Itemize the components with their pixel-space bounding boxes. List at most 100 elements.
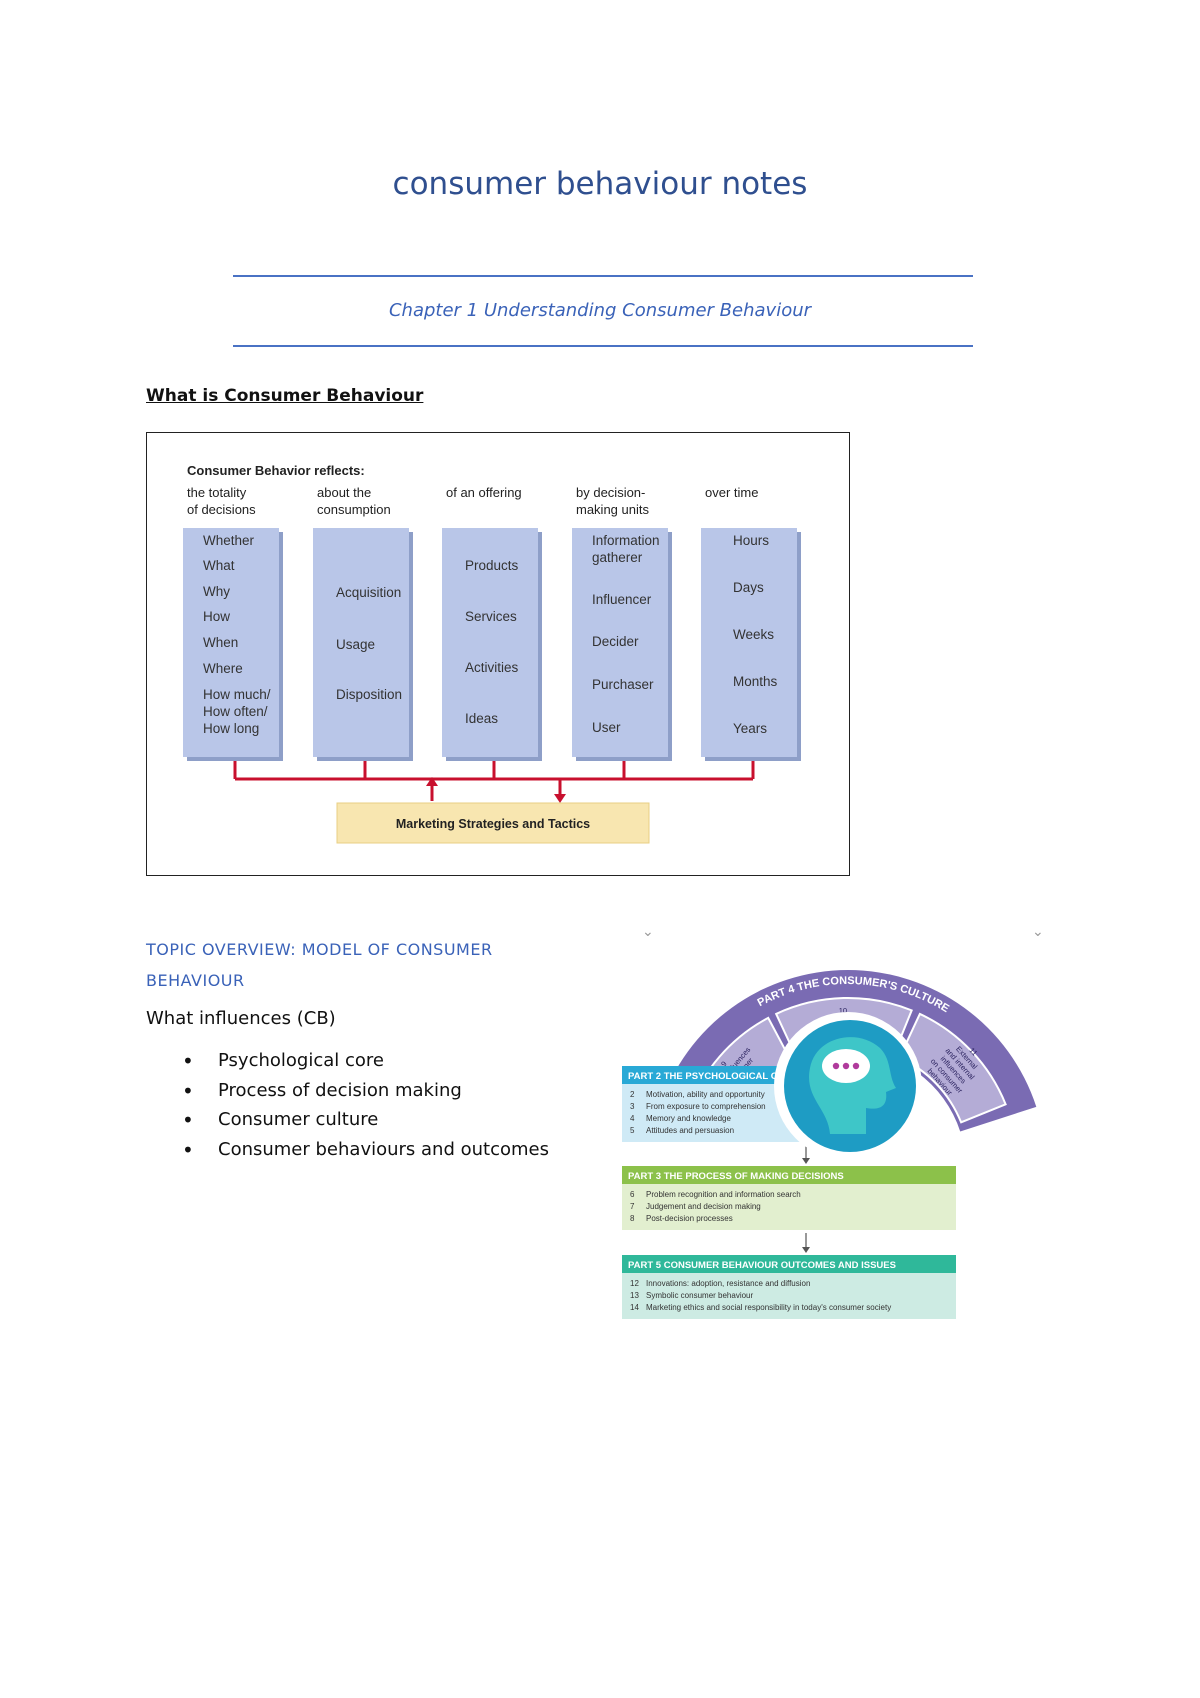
footer-label: Marketing Strategies and Tactics — [396, 817, 590, 831]
column-item: What — [203, 558, 235, 573]
part-row-text: Symbolic consumer behaviour — [646, 1291, 753, 1300]
up-arrow-head — [426, 777, 438, 786]
part-row-text: From exposure to comprehension — [646, 1102, 766, 1111]
footer-box — [336, 802, 650, 844]
column-box — [701, 528, 797, 757]
column-header-label: consumption — [317, 502, 391, 517]
speech-bubble-dot — [842, 1062, 850, 1070]
part-row-number: 6 — [630, 1190, 635, 1199]
column-item: Purchaser — [592, 677, 654, 692]
column-header-label: of decisions — [187, 502, 256, 517]
list-item: Psychological core — [146, 1049, 549, 1080]
topic-heading-line-1: TOPIC OVERVIEW: MODEL OF CONSUMER — [146, 940, 493, 959]
column-item: Decider — [592, 634, 639, 649]
column-item: Usage — [336, 637, 375, 652]
part-row-number: 14 — [630, 1303, 639, 1312]
document-title: consumer behaviour notes — [392, 166, 808, 202]
influences-intro: What influences (CB) — [146, 1008, 336, 1029]
column-item: How much/ — [203, 687, 271, 702]
part-row-text: Marketing ethics and social responsibili… — [646, 1303, 891, 1312]
column-header-label: by decision- — [576, 485, 645, 500]
column-item: Months — [733, 674, 778, 689]
column-item: Activities — [465, 660, 519, 675]
column-header-label: making units — [576, 502, 649, 517]
section-heading: What is Consumer Behaviour — [146, 386, 424, 406]
part-row-text: Innovations: adoption, resistance and di… — [646, 1279, 810, 1288]
column-box — [183, 528, 279, 757]
part-title: PART 2 THE PSYCHOLOGICAL CORE — [628, 1071, 798, 1082]
chapter-rule-bottom — [233, 345, 973, 347]
column-item: gatherer — [592, 550, 643, 565]
chevron-down-icon[interactable]: ⌄ — [642, 924, 654, 940]
down-arrow-head — [554, 794, 566, 803]
speech-bubble-dot — [852, 1062, 860, 1070]
part-body — [622, 1273, 956, 1319]
figure-heading: Consumer Behavior reflects: — [187, 463, 365, 478]
chevron-down-icon[interactable]: ⌄ — [1032, 924, 1044, 940]
column-item: Disposition — [336, 687, 402, 702]
column-header-label: about the — [317, 485, 371, 500]
column-item: Days — [733, 580, 764, 595]
arc-segment-text: 9 — [719, 1059, 729, 1068]
flow-arrow-head — [802, 1158, 810, 1164]
part-row-text: Motivation, ability and opportunity — [646, 1090, 765, 1099]
part-row-text: Problem recognition and information sear… — [646, 1190, 801, 1199]
part-body — [622, 1184, 956, 1230]
column-item: Years — [733, 721, 767, 736]
part-row-number: 5 — [630, 1126, 635, 1135]
part-row-text: Post-decision processes — [646, 1214, 733, 1223]
part-title: PART 3 THE PROCESS OF MAKING DECISIONS — [628, 1171, 844, 1182]
column-item: User — [592, 720, 621, 735]
column-header-label: over time — [705, 485, 758, 500]
column-header-label: the totality — [187, 485, 247, 500]
column-item: Weeks — [733, 627, 774, 642]
topic-heading-line-2: BEHAVIOUR — [146, 971, 245, 990]
part-row-text: Judgement and decision making — [646, 1202, 761, 1211]
column-item: How long — [203, 721, 259, 736]
column-box — [572, 528, 668, 757]
chapter-rule-top — [233, 275, 973, 277]
part-row-number: 8 — [630, 1214, 635, 1223]
list-item: Process of decision making — [146, 1079, 549, 1110]
part-title: PART 5 CONSUMER BEHAVIOUR OUTCOMES AND I… — [628, 1260, 896, 1271]
part-row-number: 7 — [630, 1202, 635, 1211]
column-item: Products — [465, 558, 519, 573]
arc-segment-text: 11 — [967, 1046, 979, 1058]
culture-arc-segment — [898, 1012, 1007, 1124]
part-row-number: 4 — [630, 1114, 635, 1123]
column-item: Whether — [203, 533, 255, 548]
influences-list: Psychological core Process of decision m… — [146, 1049, 549, 1169]
chapter-subtitle: Chapter 1 Understanding Consumer Behavio… — [388, 300, 812, 321]
part-row-number: 2 — [630, 1090, 635, 1099]
column-item: Services — [465, 609, 517, 624]
flow-arrow-head — [802, 1247, 810, 1253]
list-item: Consumer behaviours and outcomes — [146, 1138, 549, 1169]
arc-segment-text: 10 — [839, 1006, 847, 1015]
column-item: How — [203, 609, 230, 624]
column-item: Why — [203, 584, 230, 599]
consumer-behavior-reflects-figure: Consumer Behavior reflects: the totality o… — [146, 432, 850, 876]
column-item: When — [203, 635, 238, 650]
part-title-bar — [622, 1166, 956, 1184]
part-row-number: 3 — [630, 1102, 635, 1111]
speech-bubble-dot — [832, 1062, 840, 1070]
column-header-label: of an offering — [446, 485, 522, 500]
column-item: How often/ — [203, 704, 268, 719]
column-item: Information — [592, 533, 660, 548]
column-box — [313, 528, 409, 757]
model-of-consumer-behaviour-figure: PART 4 THE CONSUMER'S CULTURE9Social inf… — [622, 958, 1086, 1378]
part-title-bar — [622, 1255, 956, 1273]
topic-overview-heading: TOPIC OVERVIEW: MODEL OF CONSUMER BEHAVI… — [146, 934, 566, 996]
part-row-number: 12 — [630, 1279, 639, 1288]
column-item: Where — [203, 661, 243, 676]
list-item: Consumer culture — [146, 1108, 549, 1139]
part-row-text: Attitudes and persuasion — [646, 1126, 734, 1135]
part-row-text: Memory and knowledge — [646, 1114, 731, 1123]
column-item: Ideas — [465, 711, 498, 726]
column-box — [442, 528, 538, 757]
column-item: Acquisition — [336, 585, 401, 600]
part-row-number: 13 — [630, 1291, 639, 1300]
column-item: Hours — [733, 533, 769, 548]
column-item: Influencer — [592, 592, 652, 607]
